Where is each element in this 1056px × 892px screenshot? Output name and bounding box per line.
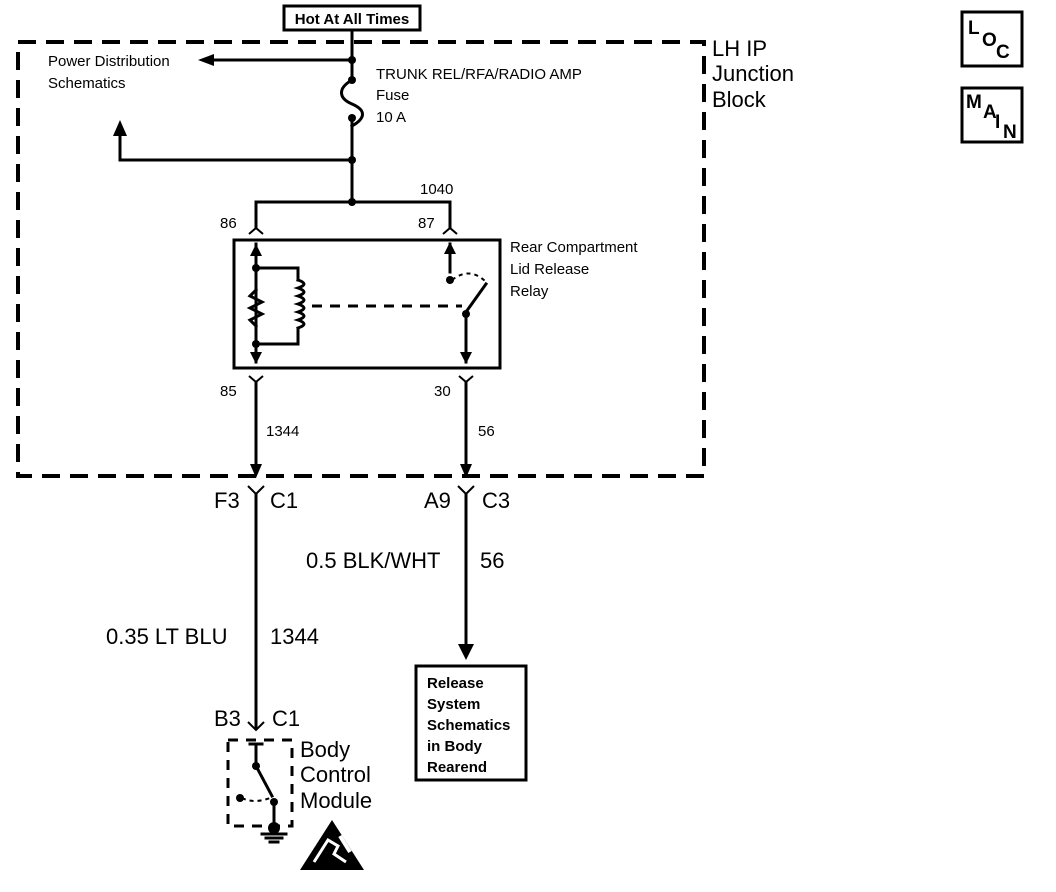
power-source-box: Hot At All Times (282, 4, 422, 32)
wire-56-color-label: 0.5 BLK/WHT (306, 548, 440, 573)
svg-text:L: L (968, 18, 980, 39)
ground-icon (260, 826, 288, 844)
junction-block-outline (16, 40, 706, 478)
power-distribution-label: Power Distribution Schematics (48, 53, 170, 92)
svg-text:C1: C1 (270, 488, 298, 513)
wire-1344-color-label: 0.35 LT BLU (106, 624, 227, 649)
bcm-label: Body Control Module (300, 737, 372, 813)
svg-text:LH IP: LH IP (712, 36, 767, 61)
wire-56-circuit-label: 56 (480, 548, 504, 573)
svg-text:B3: B3 (214, 706, 241, 731)
svg-text:Power Distribution: Power Distribution (48, 53, 170, 70)
junction-block-label: LH IP Junction Block (712, 36, 794, 112)
svg-text:O: O (982, 30, 997, 51)
svg-text:Control: Control (300, 762, 371, 787)
fuse-label: TRUNK REL/RFA/RADIO AMP Fuse 10 A (376, 66, 582, 126)
connector-icon (248, 226, 264, 235)
pin-30-label: 30 (434, 383, 451, 400)
connector-b3-c1: B3 C1 (214, 706, 300, 732)
svg-text:Rearend: Rearend (427, 759, 487, 776)
svg-text:C: C (996, 42, 1010, 63)
circuit-1344-label: 1344 (266, 423, 299, 440)
relay-label: Rear Compartment Lid Release Relay (510, 239, 638, 300)
svg-text:Lid Release: Lid Release (510, 261, 589, 278)
connector-icon (442, 226, 458, 235)
arrow-up-icon (113, 120, 127, 136)
svg-text:A9: A9 (424, 488, 451, 513)
svg-text:C1: C1 (272, 706, 300, 731)
bcm-switch-icon (236, 742, 280, 834)
arrow-down-icon (460, 464, 472, 478)
svg-text:10 A: 10 A (376, 109, 406, 126)
svg-text:Schematics: Schematics (48, 75, 126, 92)
relay-box (232, 238, 502, 370)
esd-warning-icon (300, 820, 364, 870)
power-source-label: Hot At All Times (295, 11, 409, 28)
svg-text:Body: Body (300, 737, 350, 762)
svg-text:Schematics: Schematics (427, 717, 510, 734)
svg-text:M: M (966, 92, 982, 113)
relay-coil-icon (246, 242, 306, 364)
svg-text:Junction: Junction (712, 61, 794, 86)
branch-wire (118, 132, 354, 162)
splice-dot (348, 56, 356, 64)
circuit-56-label: 56 (478, 423, 495, 440)
connector-a9-c3: A9 C3 (424, 485, 510, 513)
relay-feed-wire (254, 200, 452, 230)
main-icon: M A I N (960, 86, 1024, 144)
arrow-down-icon (250, 464, 262, 478)
svg-text:Rear Compartment: Rear Compartment (510, 239, 638, 256)
svg-text:Block: Block (712, 87, 767, 112)
arrow-left-icon (198, 54, 214, 66)
svg-text:N: N (1003, 122, 1017, 143)
connector-f3-c1: F3 C1 (214, 485, 298, 513)
release-system-box: Release System Schematics in Body Rearen… (414, 664, 528, 782)
svg-text:F3: F3 (214, 488, 240, 513)
svg-text:A: A (983, 102, 997, 123)
svg-text:System: System (427, 696, 480, 713)
svg-text:I: I (995, 112, 1000, 133)
svg-text:Fuse: Fuse (376, 87, 409, 104)
wire-1344-circuit-label: 1344 (270, 624, 319, 649)
pin-86-label: 86 (220, 215, 237, 232)
svg-text:C3: C3 (482, 488, 510, 513)
pin-87-label: 87 (418, 215, 435, 232)
fuse-icon (340, 76, 364, 129)
circuit-1040-label: 1040 (420, 181, 453, 198)
svg-text:Module: Module (300, 788, 372, 813)
relay-switch-icon (444, 242, 489, 364)
bcm-outline (226, 738, 294, 828)
svg-text:Relay: Relay (510, 283, 549, 300)
loc-icon: L O C (960, 10, 1024, 68)
svg-text:Release: Release (427, 675, 484, 692)
svg-text:in Body: in Body (427, 738, 483, 755)
pin-85-label: 85 (220, 383, 237, 400)
svg-text:TRUNK REL/RFA/RADIO AMP: TRUNK REL/RFA/RADIO AMP (376, 66, 582, 83)
arrow-down-icon (458, 644, 474, 660)
